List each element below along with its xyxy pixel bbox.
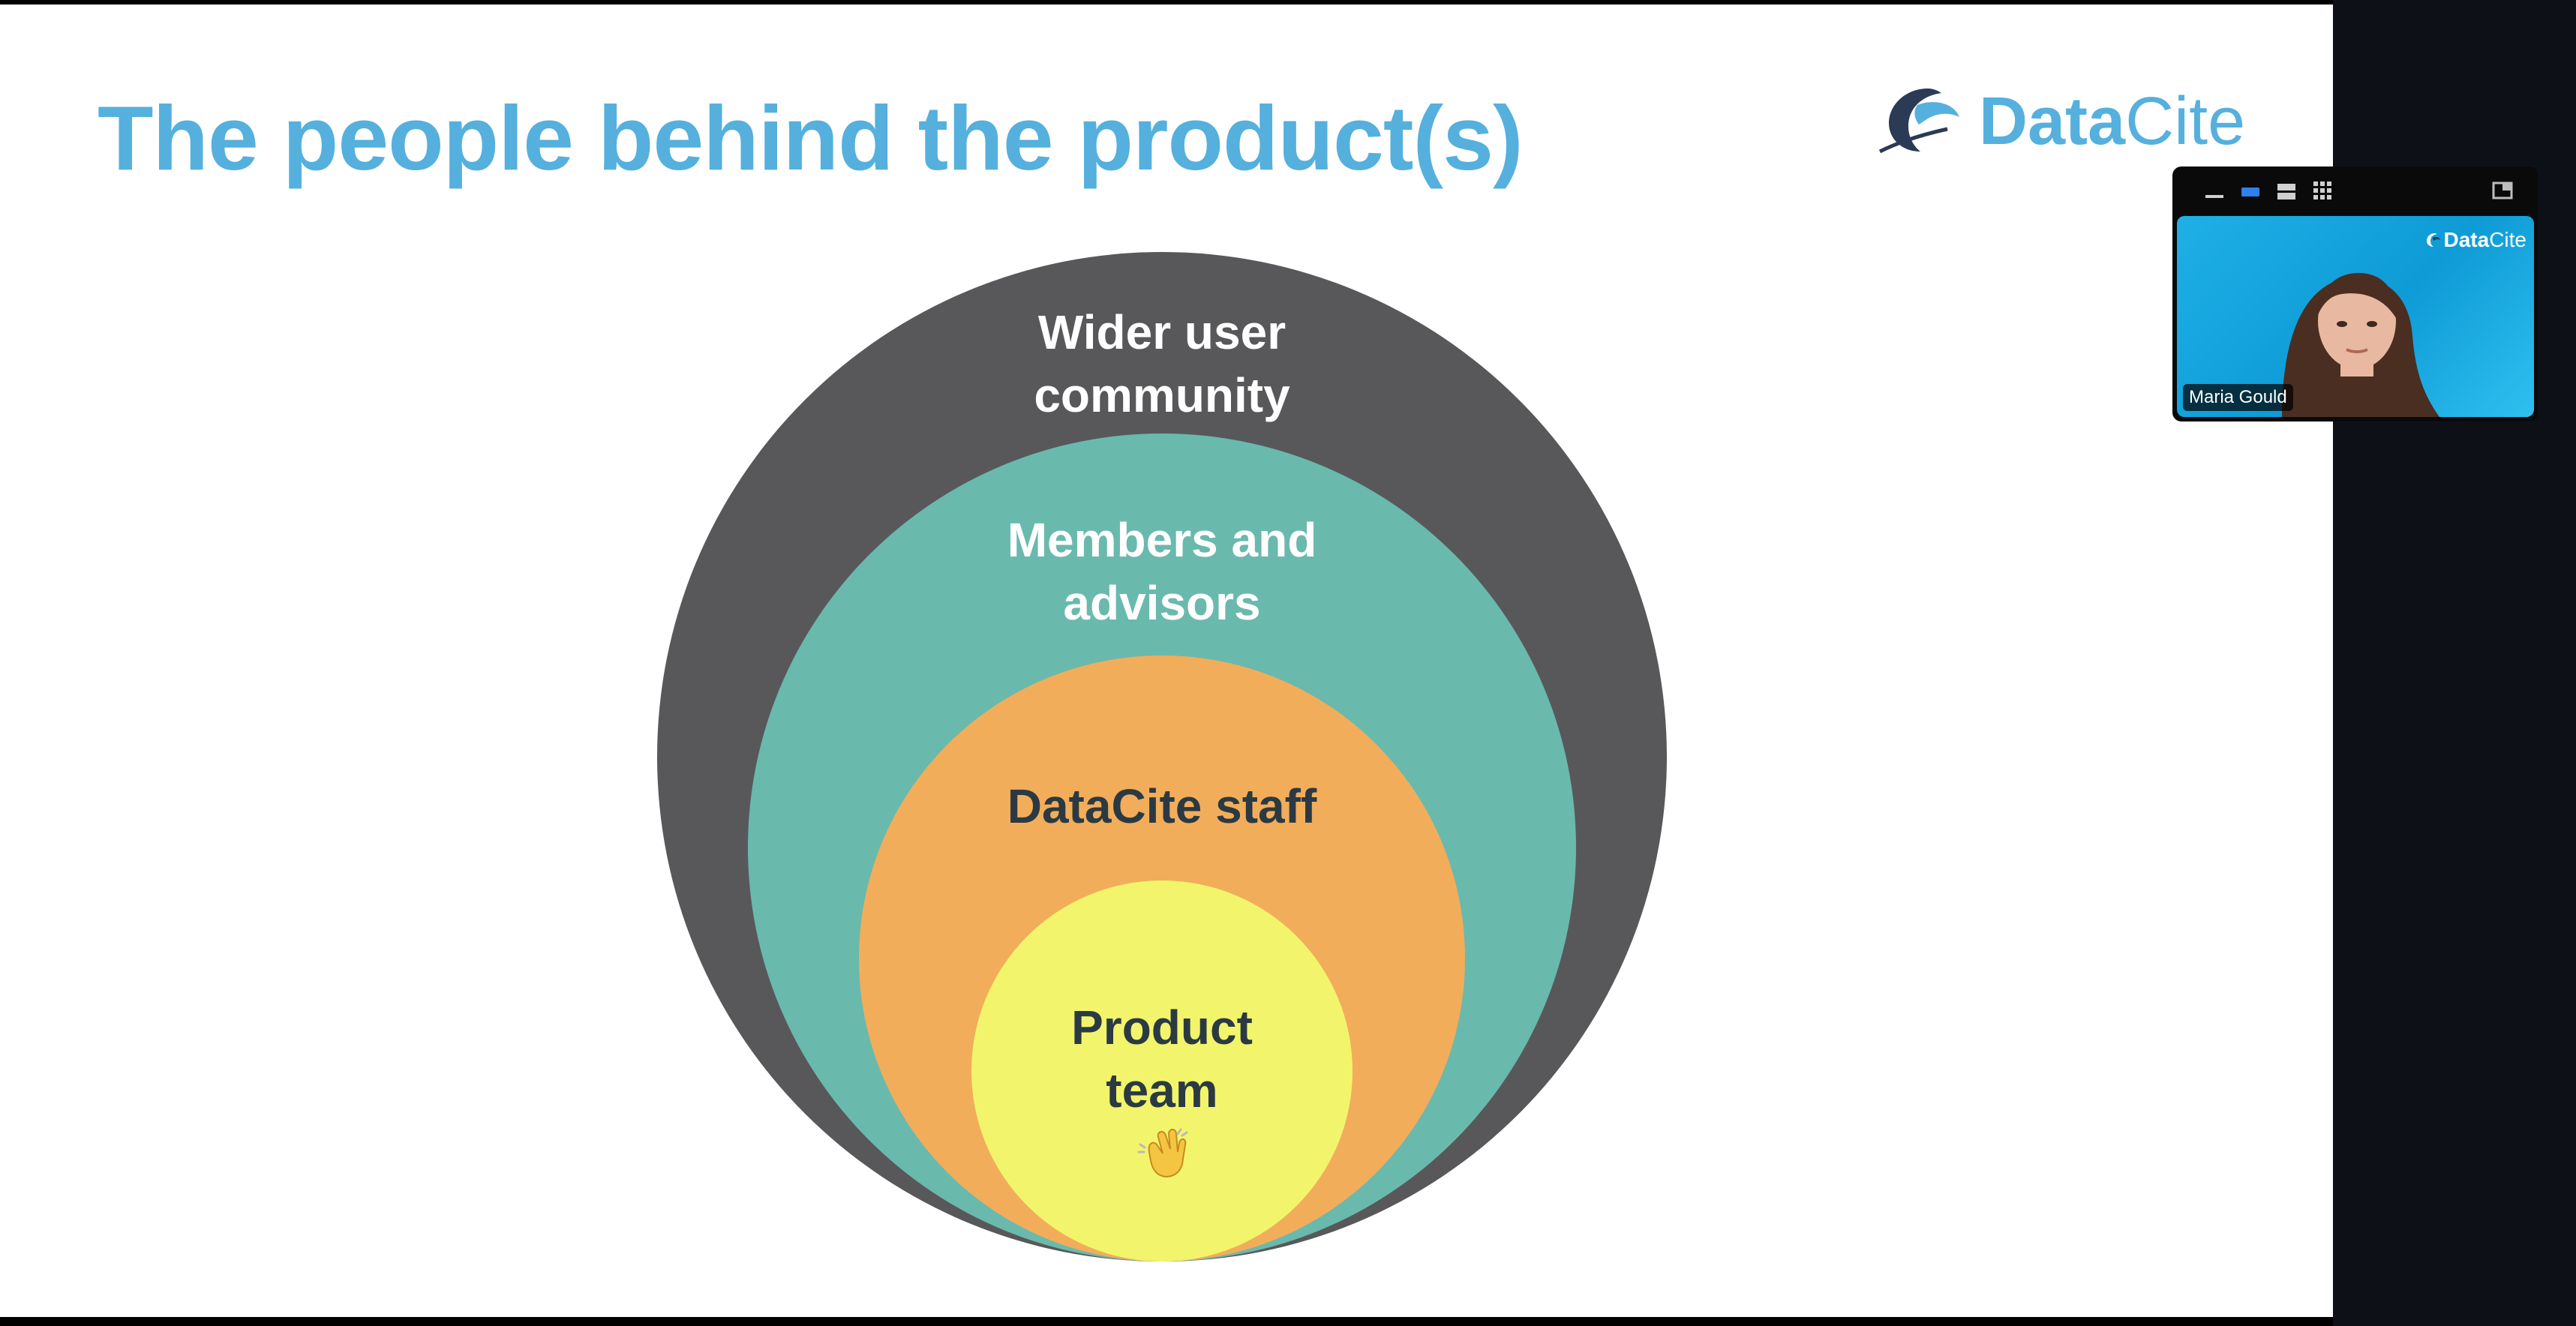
circle-product-team bbox=[971, 880, 1353, 1262]
datacite-logo: DataCite bbox=[1875, 82, 2265, 159]
label-datacite-staff: DataCite staff bbox=[1007, 779, 1317, 833]
slide-title: The people behind the product(s) bbox=[98, 87, 1524, 189]
grid-view-icon[interactable] bbox=[2307, 178, 2337, 204]
video-toolbar bbox=[2172, 166, 2538, 216]
datacite-logo-mark-icon bbox=[1878, 88, 1959, 154]
participant-video[interactable]: DataCite Maria Gould bbox=[2177, 216, 2534, 417]
participant-name-label: Maria Gould bbox=[2183, 384, 2293, 411]
speaker-view-icon[interactable] bbox=[2235, 178, 2265, 204]
video-call-overlay[interactable]: DataCite Maria Gould bbox=[2172, 166, 2538, 422]
stacked-view-icon[interactable] bbox=[2271, 178, 2301, 204]
datacite-mini-logo-icon bbox=[2426, 233, 2440, 247]
presentation-slide: The people behind the product(s) DataCit… bbox=[0, 4, 2333, 1317]
label-members-and-advisors: Members and advisors bbox=[1007, 513, 1317, 630]
logo-wordmark: DataCite bbox=[1979, 84, 2246, 159]
video-background-logo: DataCite bbox=[2424, 228, 2526, 252]
hide-self-view-icon[interactable] bbox=[2487, 178, 2517, 204]
waving-hand-icon bbox=[1137, 1128, 1188, 1178]
label-product-team: Product team bbox=[1071, 1000, 1253, 1118]
participant-person-image bbox=[2282, 272, 2439, 417]
nested-circles-diagram bbox=[657, 252, 1667, 1262]
label-wider-user-community: Wider user community bbox=[1034, 305, 1290, 422]
minimize-view-icon[interactable] bbox=[2199, 178, 2229, 204]
